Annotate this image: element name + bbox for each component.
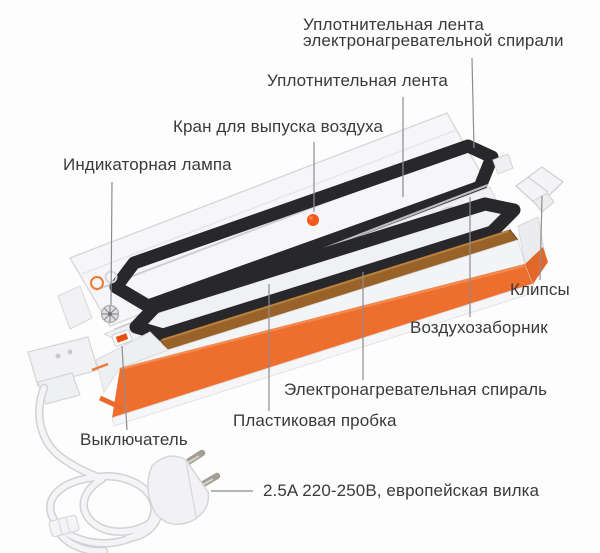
orange-stripe-highlight bbox=[120, 265, 525, 370]
hinge-tab bbox=[57, 285, 93, 330]
connector-orange-accent bbox=[91, 362, 109, 372]
bottom-lip bbox=[111, 283, 537, 427]
left-end-cap bbox=[95, 331, 169, 394]
air-valve-dot bbox=[307, 214, 319, 226]
cable-tie bbox=[48, 514, 80, 538]
air-valve-highlight bbox=[309, 216, 313, 220]
base-gasket-loop bbox=[129, 197, 521, 342]
hinge-nub bbox=[492, 153, 514, 175]
left-orange-streak bbox=[98, 395, 124, 411]
lid-groove bbox=[81, 129, 457, 275]
spring-ring-orange bbox=[90, 276, 104, 290]
cord-connector bbox=[27, 336, 99, 387]
power-plug bbox=[147, 449, 221, 525]
power-cord bbox=[35, 383, 167, 553]
plug-body bbox=[147, 455, 210, 525]
connector-screw bbox=[55, 353, 61, 359]
orange-stripe bbox=[112, 264, 533, 418]
connector-screw bbox=[67, 349, 73, 355]
power-switch-slot bbox=[111, 329, 133, 347]
plug-body-seam bbox=[185, 460, 197, 518]
bag-clip bbox=[514, 166, 565, 207]
heating-strip-highlight bbox=[161, 230, 510, 341]
bag-clip-tab bbox=[532, 192, 555, 213]
bag-clip-fold bbox=[527, 176, 549, 193]
indicator-lamp-knob bbox=[100, 304, 120, 324]
